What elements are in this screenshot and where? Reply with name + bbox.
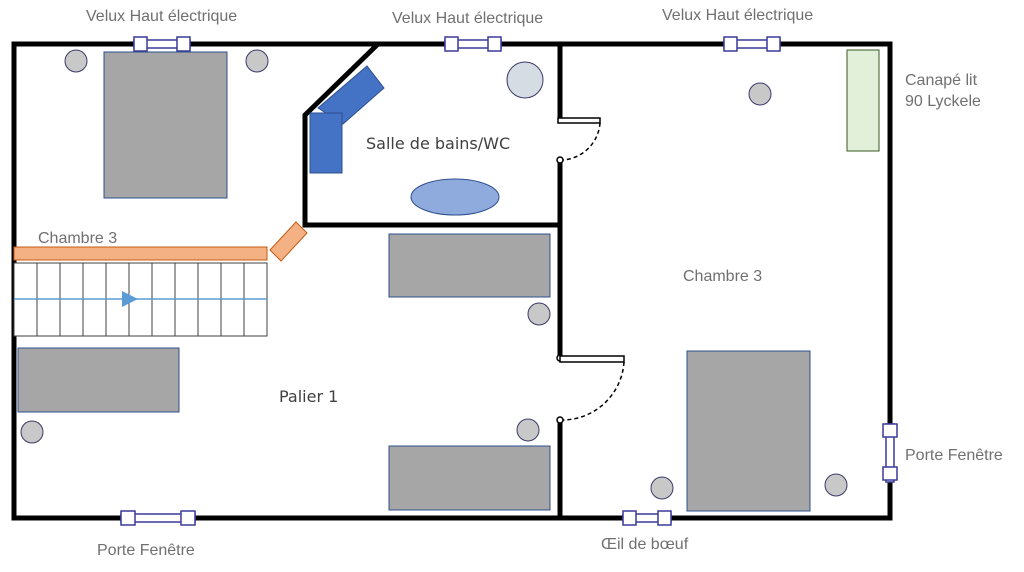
palier-label: Palier 1 [279, 387, 339, 406]
salle-de-bains-label: Salle de bains/WC [366, 134, 511, 153]
bathroom-door [556, 117, 601, 164]
light-fixture [824, 473, 848, 497]
oeil-de-boeuf-label: Œil de bœuf [601, 536, 689, 553]
chambre-right-label: Chambre 3 [683, 268, 763, 285]
porte-fenetre-bottom-label: Porte Fenêtre [97, 542, 195, 559]
furniture-palier-bottom [388, 445, 551, 511]
stair-gate [269, 221, 308, 262]
sofa-bed [846, 49, 880, 152]
porte-fenetre-right-label: Porte Fenêtre [905, 447, 1003, 464]
light-fixture [20, 420, 44, 444]
bathroom-wall [302, 42, 560, 228]
shower-tray [309, 112, 343, 174]
velux-right-label: Velux Haut électrique [662, 7, 814, 24]
porte-fenetre-bottom-window [120, 510, 196, 526]
canape-label-line1: Canapé lit [905, 72, 978, 89]
chambre-stairs-label: Chambre 3 [38, 230, 118, 247]
light-fixture [245, 49, 269, 73]
bed-chambre-right [686, 350, 811, 512]
stair-arrow-icon [122, 291, 138, 307]
velux-left-label: Velux Haut électrique [86, 8, 238, 25]
light-fixtures [20, 49, 848, 500]
oval-tub [410, 178, 500, 216]
velux-window-right [723, 36, 781, 52]
light-fixture [527, 302, 551, 326]
velux-middle-label: Velux Haut électrique [392, 10, 544, 27]
light-fixture [748, 82, 772, 106]
porte-fenetre-right-window [882, 423, 898, 483]
bed-top-left [103, 51, 228, 199]
washbasin [506, 61, 544, 99]
chambre-door [556, 354, 625, 424]
velux-window-middle [444, 36, 502, 52]
light-fixture [64, 49, 88, 73]
light-fixture [650, 476, 674, 500]
light-fixture [516, 418, 540, 442]
stair-railing [13, 246, 268, 261]
velux-window-left [133, 36, 191, 52]
canape-label-line2: 90 Lyckele [905, 93, 981, 110]
furniture-palier-top [388, 233, 551, 298]
oeil-de-boeuf-window [622, 510, 672, 526]
furniture-palier-left [17, 347, 180, 413]
